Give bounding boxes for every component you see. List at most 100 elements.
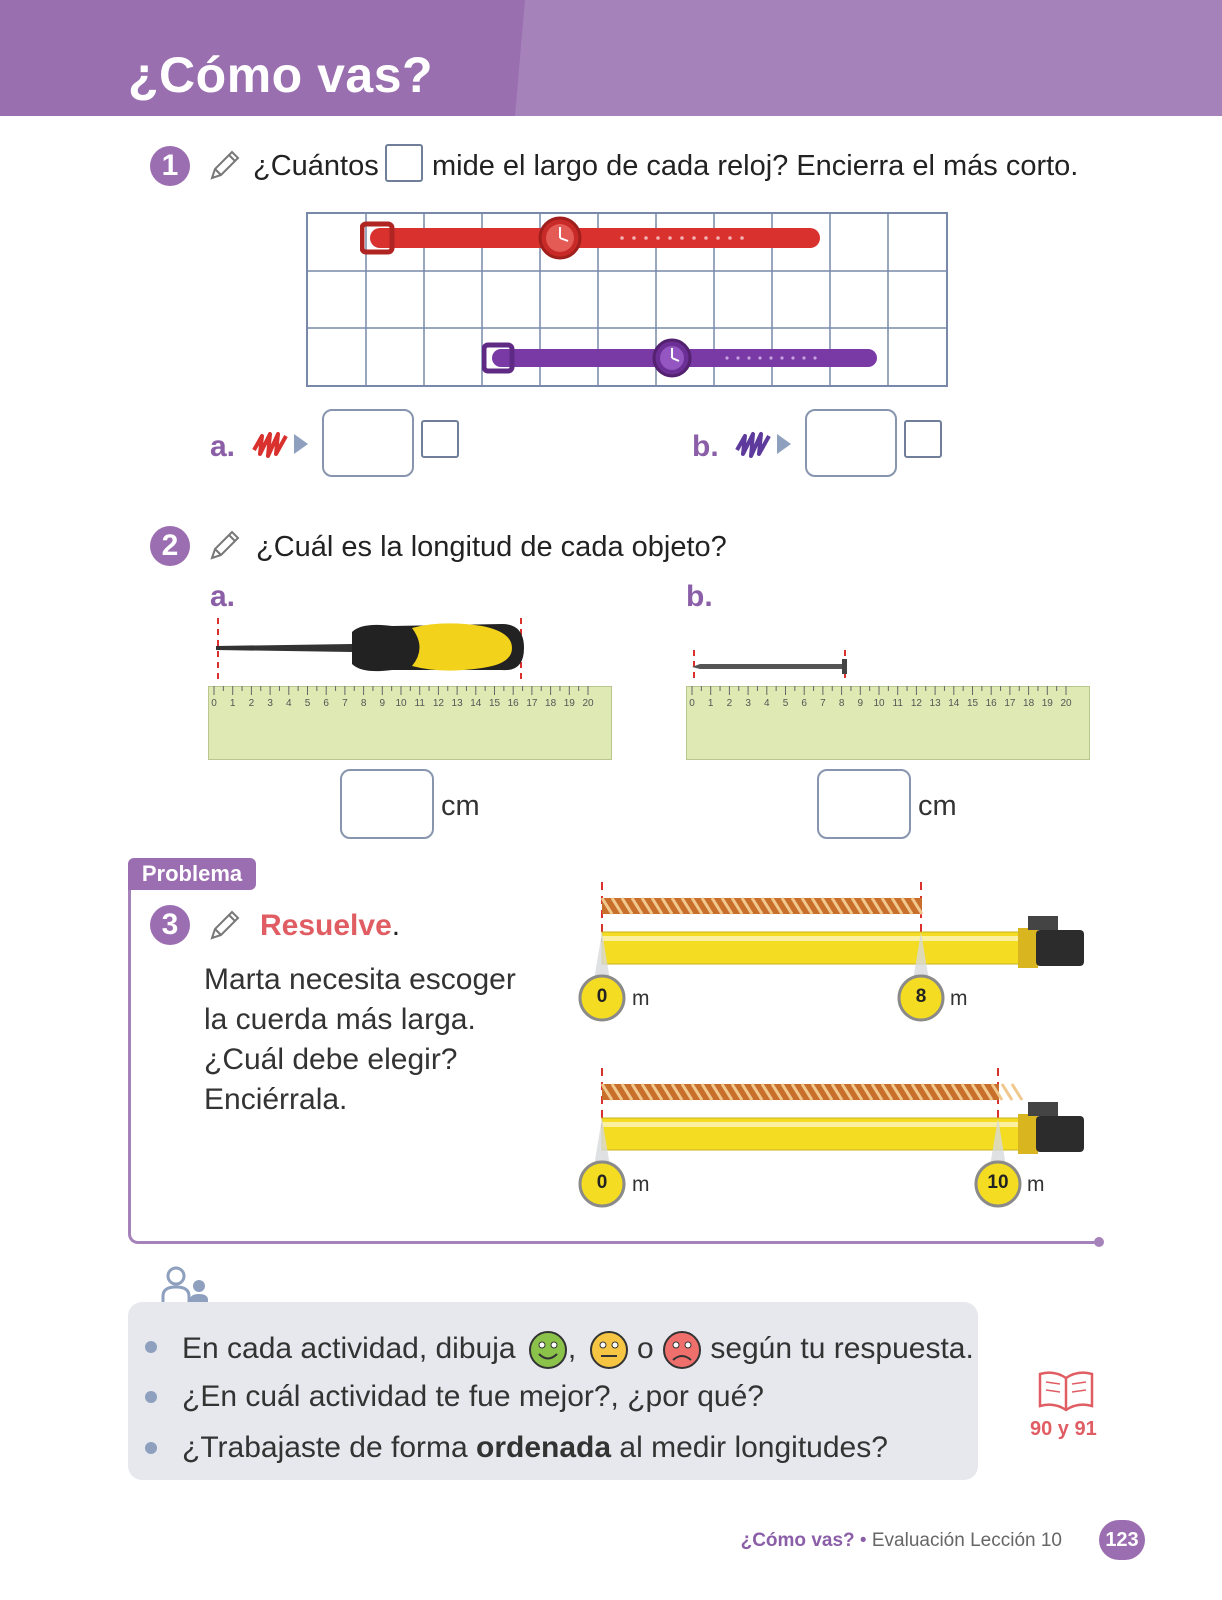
page-number: 123 bbox=[1099, 1520, 1145, 1560]
rope-2-start-unit: m bbox=[632, 1173, 650, 1196]
problem-line: Marta necesita escoger bbox=[204, 963, 516, 996]
rope-2-end-label: 10 bbox=[987, 1172, 1009, 1193]
problem-tag: Problema bbox=[128, 858, 256, 890]
question-2-number: 2 bbox=[150, 526, 190, 566]
ruler-number: 4 bbox=[764, 698, 770, 709]
ruler-number: 7 bbox=[342, 698, 348, 709]
ruler-number: 2 bbox=[249, 698, 255, 709]
ruler-number: 12 bbox=[433, 698, 445, 709]
bullet bbox=[145, 1391, 157, 1403]
q2-answer-b-box[interactable] bbox=[817, 769, 911, 839]
ruler-number: 11 bbox=[893, 698, 904, 709]
reflection-line-1: En cada actividad, dibuja , o según tu r… bbox=[182, 1330, 974, 1370]
ruler-number: 1 bbox=[230, 698, 236, 709]
ruler-number: 18 bbox=[1023, 698, 1035, 709]
question-2-text: ¿Cuál es la longitud de cada objeto? bbox=[256, 531, 727, 563]
ruler-number: 16 bbox=[986, 698, 998, 709]
ruler-number: 19 bbox=[564, 698, 576, 709]
purple-scribble-icon bbox=[735, 432, 791, 458]
ruler-number: 18 bbox=[545, 698, 557, 709]
ruler-number: 3 bbox=[745, 698, 751, 709]
q1-answer-a-box[interactable] bbox=[322, 409, 414, 477]
resuelve-heading: Resuelve. bbox=[260, 909, 400, 943]
header-accent bbox=[0, 0, 525, 116]
ruler-number: 11 bbox=[415, 698, 426, 709]
ruler-number: 15 bbox=[967, 698, 979, 709]
q2-option-b-label: b. bbox=[686, 580, 713, 613]
pencil-icon bbox=[210, 150, 240, 180]
ruler-number: 13 bbox=[452, 698, 464, 709]
rope-2-start-label: 0 bbox=[596, 1172, 608, 1193]
ruler-number: 0 bbox=[211, 698, 217, 709]
q2-answer-a-box[interactable] bbox=[340, 769, 434, 839]
ruler-number: 10 bbox=[873, 698, 885, 709]
unit-square-icon bbox=[385, 144, 423, 182]
reflection-line-1-end: según tu respuesta. bbox=[710, 1331, 974, 1365]
pencil-icon bbox=[210, 530, 240, 560]
reflection-line-2: ¿En cuál actividad te fue mejor?, ¿por q… bbox=[182, 1380, 764, 1413]
ruler-number: 9 bbox=[858, 698, 864, 709]
red-scribble-icon bbox=[252, 432, 308, 458]
ruler-number: 8 bbox=[839, 698, 845, 709]
rope-2-measurement bbox=[578, 1068, 1084, 1208]
ruler-number: 4 bbox=[286, 698, 292, 709]
rope-1-measurement bbox=[578, 882, 1084, 1022]
ruler-number: 17 bbox=[526, 698, 538, 709]
reflection-line-3-start: ¿Trabajaste de forma bbox=[182, 1431, 468, 1464]
question-1-text-end: mide el largo de cada reloj? Encierra el… bbox=[432, 150, 1079, 182]
ruler-number: 2 bbox=[727, 698, 733, 709]
book-page-reference: 90 y 91 bbox=[1030, 1418, 1097, 1440]
frame-end-dot bbox=[1094, 1237, 1104, 1247]
reflection-line-3-bold: ordenada bbox=[476, 1431, 612, 1464]
screwdriver bbox=[216, 618, 524, 682]
ruler-number: 3 bbox=[267, 698, 273, 709]
red-watch bbox=[360, 216, 820, 260]
open-book-icon bbox=[1038, 1371, 1094, 1412]
ruler-number: 20 bbox=[582, 698, 594, 709]
ruler-number: 14 bbox=[948, 698, 960, 709]
resuelve-period: . bbox=[391, 909, 401, 942]
problem-line: ¿Cuál debe elegir? bbox=[204, 1043, 458, 1076]
page-title: ¿Cómo vas? bbox=[128, 47, 434, 103]
ruler-number: 7 bbox=[820, 698, 826, 709]
problem-frame bbox=[128, 880, 1100, 1244]
ruler-number: 12 bbox=[911, 698, 923, 709]
problem-statement: Marta necesita escoger la cuerda más lar… bbox=[204, 960, 516, 1120]
ruler-number: 16 bbox=[508, 698, 520, 709]
rope-2-end-unit: m bbox=[1027, 1173, 1045, 1196]
footer-section: ¿Cómo vas? bbox=[740, 1530, 855, 1551]
ruler-number: 1 bbox=[708, 698, 714, 709]
reflection-line-3-end: al medir longitudes? bbox=[619, 1431, 888, 1464]
q1-option-a-label: a. bbox=[210, 430, 236, 463]
rope-1-start-label: 0 bbox=[596, 986, 608, 1007]
ruler-number: 19 bbox=[1042, 698, 1054, 709]
reflection-comma: , bbox=[567, 1331, 577, 1365]
ruler-number: 13 bbox=[930, 698, 942, 709]
unit-square-icon bbox=[421, 420, 459, 458]
rope-1-end-unit: m bbox=[950, 987, 968, 1010]
sad-face-icon bbox=[662, 1331, 701, 1369]
q2-option-a-label: a. bbox=[210, 580, 236, 613]
q1-answer-b-box[interactable] bbox=[805, 409, 897, 477]
problem-line: la cuerda más larga. bbox=[204, 1003, 476, 1036]
ruler-number: 14 bbox=[470, 698, 482, 709]
ruler-number: 0 bbox=[689, 698, 695, 709]
reflection-line-1-start: En cada actividad, dibuja bbox=[182, 1331, 516, 1365]
ruler-number: 17 bbox=[1004, 698, 1016, 709]
unit-square-icon bbox=[904, 420, 942, 458]
ruler-number: 5 bbox=[783, 698, 789, 709]
neutral-face-icon bbox=[589, 1331, 628, 1369]
problem-line: Enciérrala. bbox=[204, 1083, 348, 1116]
happy-face-icon bbox=[528, 1331, 567, 1369]
question-1-text-start: ¿Cuántos bbox=[253, 150, 379, 182]
ruler-number: 20 bbox=[1060, 698, 1072, 709]
resuelve-title: Resuelve bbox=[260, 909, 392, 942]
q2-unit-a: cm bbox=[441, 790, 480, 822]
ruler-number: 5 bbox=[305, 698, 311, 709]
rope-1-end-label: 8 bbox=[915, 986, 927, 1007]
ruler-number: 6 bbox=[801, 698, 807, 709]
reflection-box bbox=[128, 1302, 978, 1480]
reflection-line-3: ¿Trabajaste de forma ordenada al medir l… bbox=[182, 1431, 888, 1465]
rope-1-start-unit: m bbox=[632, 987, 650, 1010]
